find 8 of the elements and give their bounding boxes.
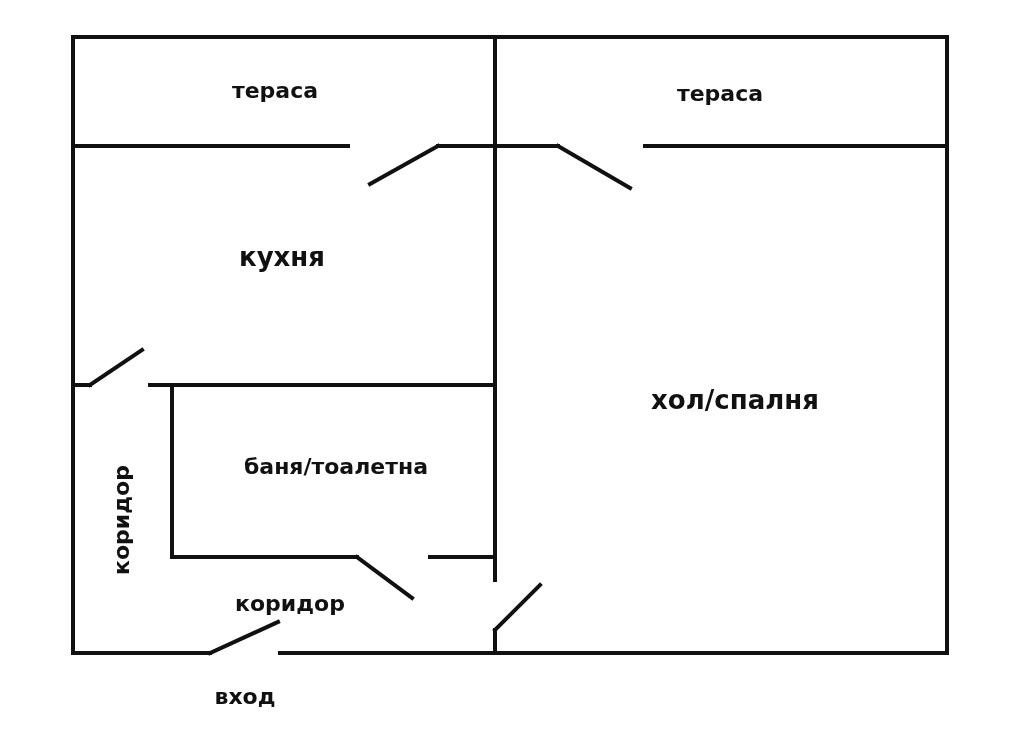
room-label: вход	[214, 684, 276, 710]
room-label: коридор	[235, 591, 345, 617]
room-label: тераса	[231, 78, 319, 104]
room-label: кухня	[239, 242, 325, 272]
room-label: хол/спалня	[651, 385, 819, 415]
room-label: баня/тоалетна	[243, 454, 429, 480]
room-label: коридор	[109, 465, 135, 575]
room-label: тераса	[676, 81, 764, 107]
